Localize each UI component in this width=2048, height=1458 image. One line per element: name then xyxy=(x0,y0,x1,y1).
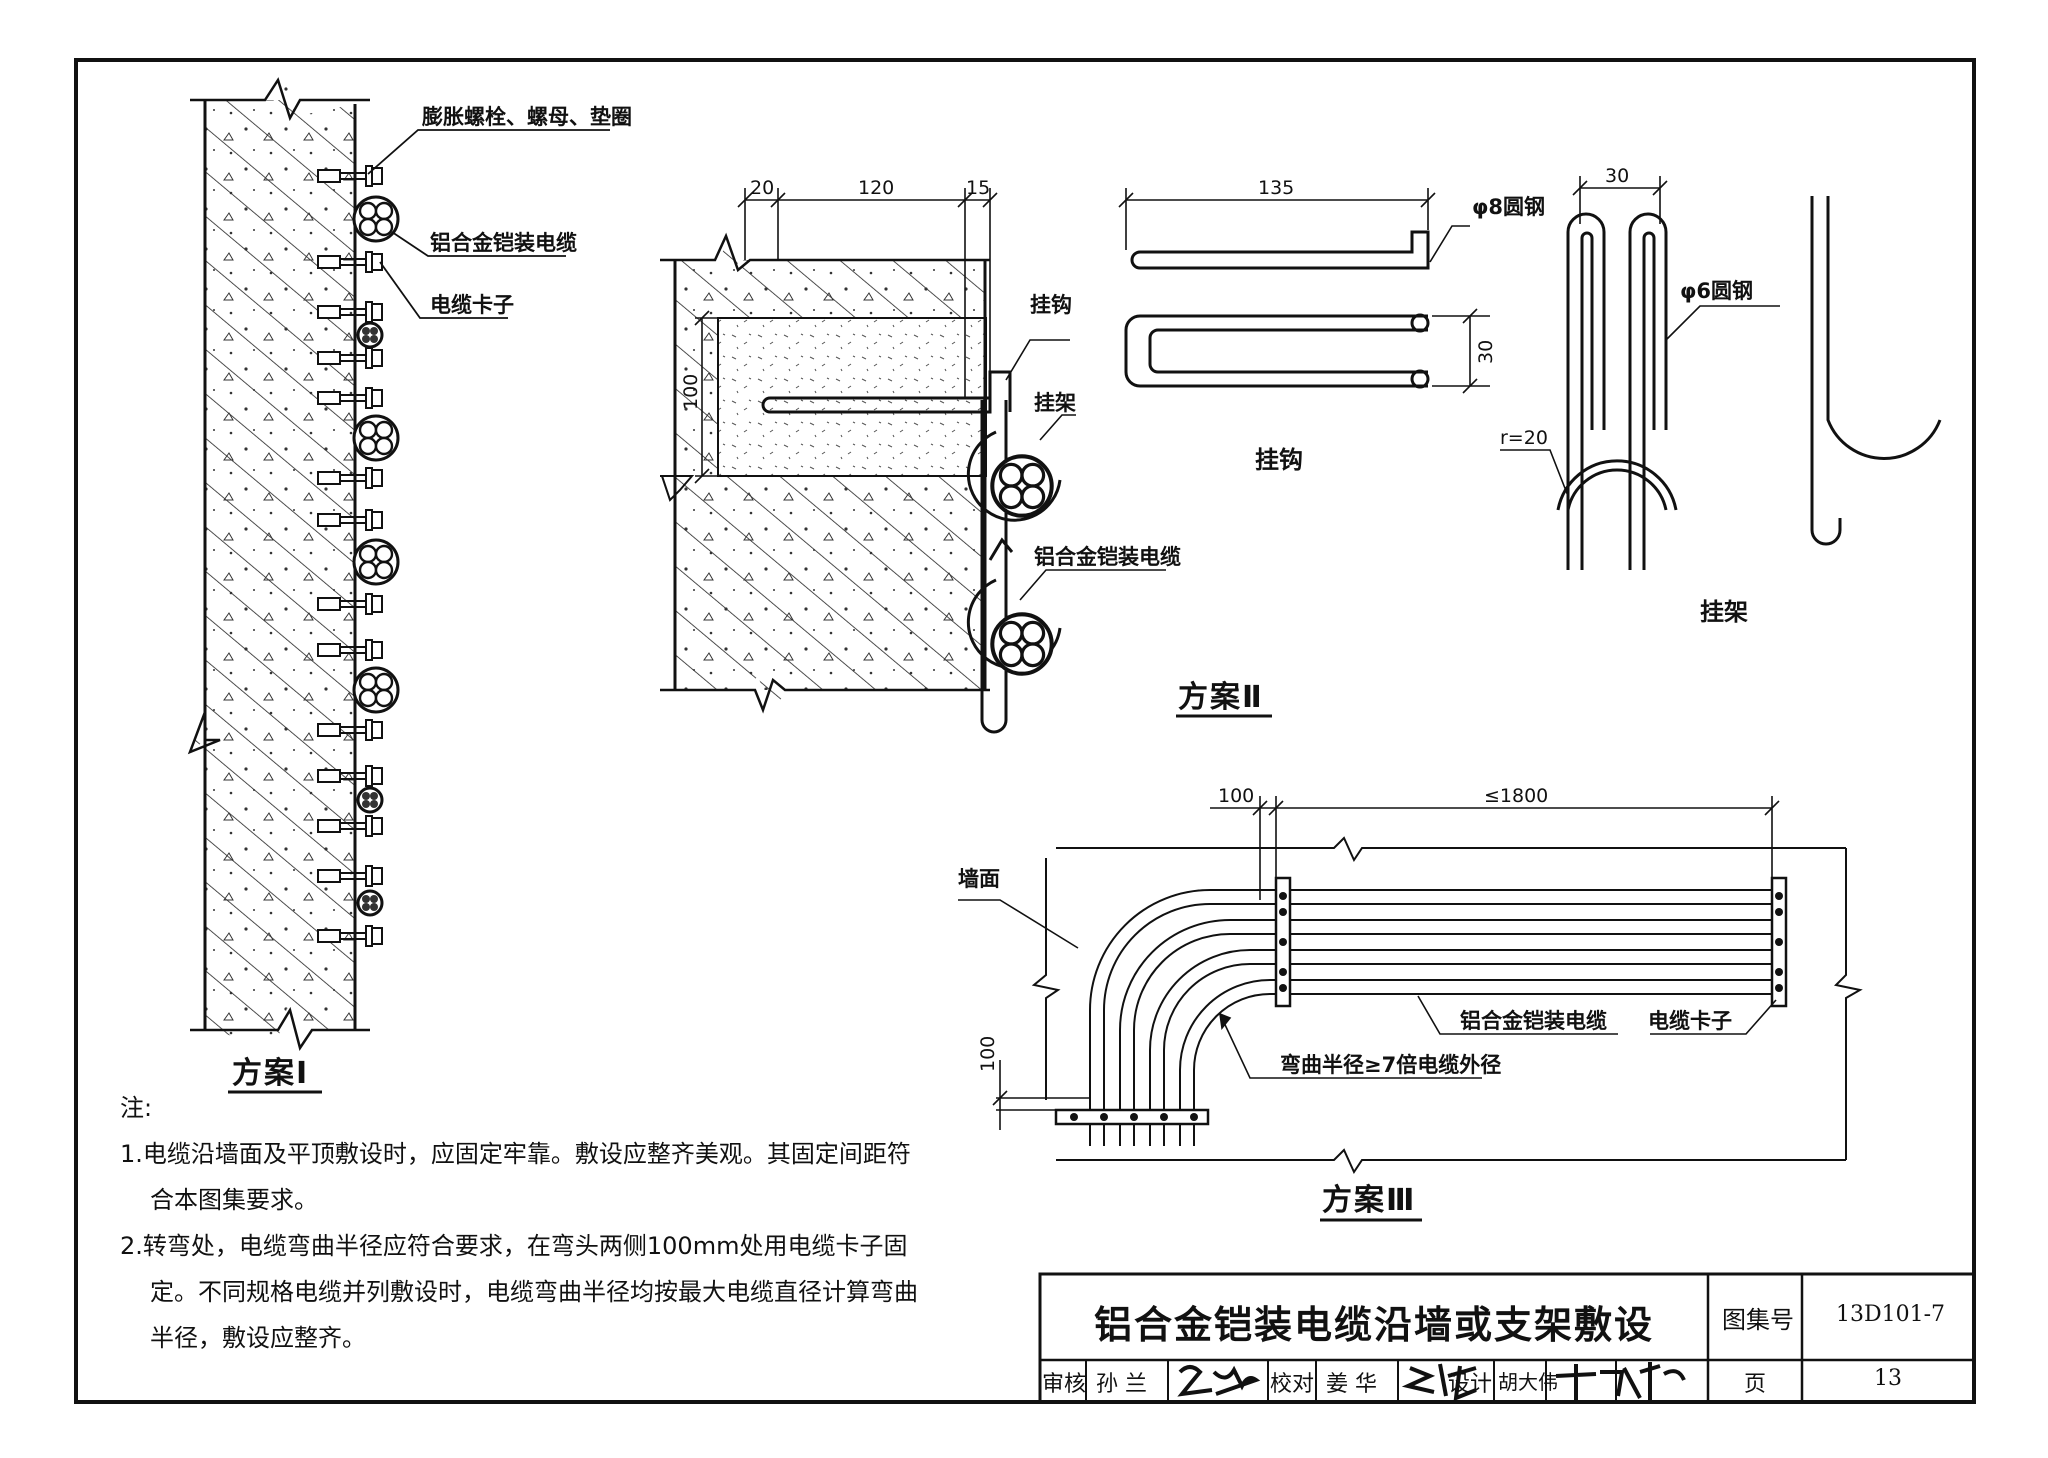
scheme2-bracket-detail xyxy=(1556,196,1942,570)
scheme2-dim-120: 120 xyxy=(858,177,894,199)
scheme1-caption: 方案Ⅰ xyxy=(232,1056,309,1091)
scheme3-dimensions xyxy=(958,796,1780,1130)
scheme3-clamps xyxy=(1054,876,1788,1126)
hook-caption: 挂钩 xyxy=(1255,446,1303,474)
scheme1-leaders xyxy=(367,129,610,319)
signature-design xyxy=(1555,1362,1686,1402)
scheme3-dim-100-top: 100 xyxy=(1218,785,1254,807)
notes: 注: 1.电缆沿墙面及平顶敷设时，应固定牢靠。敷设应整齐美观。其固定间距符合本图… xyxy=(120,1085,920,1361)
scheme3-clamp-label: 电缆卡子 xyxy=(1648,1009,1732,1033)
signature-review xyxy=(1177,1365,1261,1397)
review-label: 审核 xyxy=(1042,1372,1087,1397)
scheme2-caption: 方案Ⅱ xyxy=(1178,680,1264,715)
atlas-number-label: 图集号 xyxy=(1722,1306,1794,1334)
scheme2-cable-label: 铝合金铠装电缆 xyxy=(1034,545,1181,569)
design-label: 设计 xyxy=(1448,1372,1493,1397)
scheme3-wall-outline xyxy=(1031,836,1863,1175)
bracket-r20-label: r=20 xyxy=(1500,427,1548,449)
scheme2-dimensions xyxy=(694,188,1166,601)
atlas-number: 13D101-7 xyxy=(1836,1302,1946,1327)
bracket-caption: 挂架 xyxy=(1700,598,1748,626)
hook-dim-135: 135 xyxy=(1258,177,1294,199)
check-name: 姜 华 xyxy=(1326,1372,1377,1397)
bracket-dim-30: 30 xyxy=(1605,165,1629,187)
scheme1-cable-label: 铝合金铠装电缆 xyxy=(430,231,577,255)
page-label: 页 xyxy=(1744,1372,1767,1397)
signature-check xyxy=(1401,1363,1477,1402)
bracket-d6-label: φ6圆钢 xyxy=(1680,279,1753,303)
note-item-2: 2.转弯处，电缆弯曲半径应符合要求，在弯头两侧100mm处用电缆卡子固定。不同规… xyxy=(120,1232,918,1352)
scheme1-wall xyxy=(187,77,370,1052)
scheme2-hook-detail xyxy=(1124,230,1430,389)
scheme3-dim-1800: ≤1800 xyxy=(1484,785,1548,807)
scheme3-caption: 方案Ⅲ xyxy=(1322,1183,1416,1218)
design-name: 胡大伟 xyxy=(1498,1370,1558,1394)
page-number: 13 xyxy=(1874,1366,1902,1391)
scheme2-hanger-rod xyxy=(761,370,1062,734)
hook-dim-30: 30 xyxy=(1475,340,1497,364)
hook-d8-label: φ8圆钢 xyxy=(1472,195,1545,219)
drawing-title: 铝合金铠装电缆沿墙或支架敷设 xyxy=(1094,1303,1655,1347)
scheme3-dim-100-side: 100 xyxy=(977,1036,999,1072)
notes-heading: 注: xyxy=(120,1094,153,1122)
check-label: 校对 xyxy=(1270,1372,1315,1397)
sheet-border xyxy=(74,58,1976,1404)
scheme2-bracket-dims xyxy=(1500,176,1780,497)
scheme2-dim-100: 100 xyxy=(680,374,702,410)
scheme3-cable-label: 铝合金铠装电缆 xyxy=(1460,1009,1607,1033)
review-name: 孙 兰 xyxy=(1096,1372,1147,1397)
note-item-1: 1.电缆沿墙面及平顶敷设时，应固定牢靠。敷设应整齐美观。其固定间距符合本图集要求… xyxy=(120,1140,911,1214)
scheme2-dim-15: 15 xyxy=(966,177,990,199)
scheme1-clamp-label: 电缆卡子 xyxy=(430,293,514,317)
title-block xyxy=(1038,1272,1976,1404)
scheme3-bend-label: 弯曲半径≥7倍电缆外径 xyxy=(1280,1053,1501,1077)
scheme3-cables xyxy=(1089,889,1780,1146)
scheme3-wall-label: 墙面 xyxy=(958,867,1000,891)
scheme2-dim-20: 20 xyxy=(750,177,774,199)
scheme2-hook-dims xyxy=(1118,188,1490,394)
scheme2-hook-label: 挂钩 xyxy=(1030,293,1072,317)
scheme1-bolt-label: 膨胀螺栓、螺母、垫圈 xyxy=(422,105,632,129)
scheme2-bracket-label: 挂架 xyxy=(1034,391,1076,415)
scheme2-wall-section xyxy=(660,232,990,714)
